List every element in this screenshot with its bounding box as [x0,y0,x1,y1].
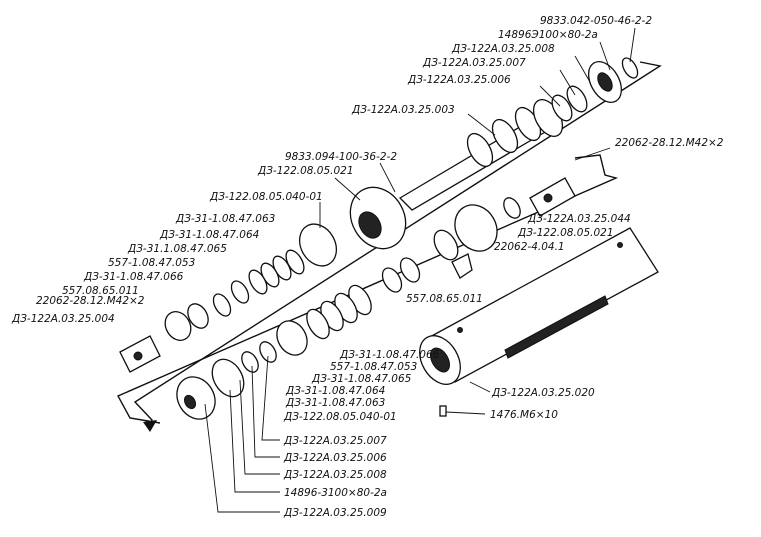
lower-frame-path [117,154,619,424]
label-l14: 557-1.08.47.053 [108,257,195,269]
leader-l07 [574,147,611,161]
low-bush [276,320,308,356]
label-l26: ДЗ-31-1.08.47.064 [285,385,385,397]
cap-seal [433,229,459,261]
top-ring [621,57,639,79]
label-l18: ДЗ-122А.03.25.004 [11,313,115,325]
label-l10: ДЗ-122.08.05.040-01 [209,191,323,203]
barrel-bore [430,347,450,373]
port-2 [617,242,623,248]
label-l09: ДЗ-122.08.05.021 [257,165,354,177]
label-l29: ДЗ-122А.03.25.020 [491,387,595,399]
low-ring-d [241,351,259,373]
lock-nut [164,311,192,341]
label-l19: ДЗ-122А.03.25.044 [527,213,631,225]
label-l06: ДЗ-122А.03.25.003 [351,104,455,116]
label-l12: ДЗ-31-1.08.47.064 [159,229,259,241]
clevis-nut [503,197,521,219]
low-seal-4 [306,308,330,340]
bottom-piston [211,358,245,398]
screw [439,405,447,417]
leader-l29 [469,381,491,393]
low-ring-a [399,257,421,283]
label-l07: 22062-28.12.М42×2 [615,137,724,149]
label-l13: ДЗ-31.1.08.47.065 [127,243,227,255]
gland-body [349,186,407,250]
top-piston-inner [597,72,613,92]
label-l30: 1476.М6×10 [490,409,558,421]
rod-collar-1 [466,132,494,168]
label-l01: 9833.042-050-46-2-2 [540,15,652,27]
label-l08: 9833.094-100-36-2-2 [285,151,397,163]
label-l16: 557.08.65.011 [62,285,139,297]
labels: 9833.042-050-46-2-2 14896Э100×80-2а ДЗ-1… [11,15,724,519]
port-1 [457,327,463,333]
label-l05: ДЗ-122А.03.25.006 [407,74,511,86]
label-l34: 14896-3100×80-2а [284,487,387,499]
leader-l35 [204,403,280,513]
label-l32: ДЗ-122А.03.25.006 [283,452,387,464]
eye-end-hole [133,351,143,361]
low-ring-c [259,341,277,363]
clevis-hole [543,193,553,203]
cylinder-barrel [419,227,659,417]
label-l15: ДЗ-31-1.08.47.066 [83,271,184,283]
leader-l31 [261,355,280,441]
leader-l05 [539,85,561,107]
label-l33: ДЗ-122А.03.25.008 [283,469,387,481]
cap-body [454,204,498,252]
frame-arrow-head [143,420,157,432]
ring-small [230,280,250,304]
label-l23: ДЗ-31-1.08.47.066 [339,349,440,361]
nut [187,303,209,329]
washer [212,293,232,317]
leader-l03 [574,55,591,83]
clevis [529,177,576,217]
low-ring-b [381,267,403,293]
leader-l30 [445,411,486,415]
leader-l34 [229,389,280,493]
leader-l09 [334,177,361,201]
label-l35: ДЗ-122А.03.25.009 [283,507,387,519]
label-l25: ДЗ-31-1.08.47.065 [311,373,412,385]
leader-l04 [559,69,576,96]
label-l28: ДЗ-122.08.05.040-01 [283,411,397,423]
rod-ring-a [551,94,573,122]
leader-l33 [239,379,280,475]
leader-l06 [467,113,496,136]
label-l02: 14896Э100×80-2а [498,29,598,41]
gland-bore [358,211,382,239]
gland-bush [298,223,338,267]
bottom-cap-hole [183,394,197,410]
label-l11: ДЗ-31-1.08.47.063 [175,213,275,225]
leader-l02 [599,41,611,71]
gland-assembly [119,186,407,373]
label-l31: ДЗ-122А.03.25.007 [283,435,387,447]
label-l27: ДЗ-31-1.08.47.063 [285,397,385,409]
leader-l08 [379,162,396,193]
leader-l01 [629,27,636,63]
label-l04: ДЗ-122А.03.25.007 [422,57,526,69]
seal-4 [248,269,268,295]
label-l21: 22062-4.04.1 [494,241,565,253]
label-l22: 557.08.65.011 [406,293,483,305]
label-l20: ДЗ-122.08.05.021 [517,227,614,239]
label-l24: 557-1.08.47.053 [330,361,417,373]
piston-rod-assembly [398,57,639,211]
label-l03: ДЗ-122А.03.25.008 [451,43,555,55]
rod-collar-2 [491,118,519,154]
barrel-mount-plate [504,295,609,359]
clevis-group [433,177,576,279]
leader-l32 [251,365,280,458]
label-l17: 22062-28.12.М42×2 [36,295,145,307]
elbow-fitting [451,253,473,279]
